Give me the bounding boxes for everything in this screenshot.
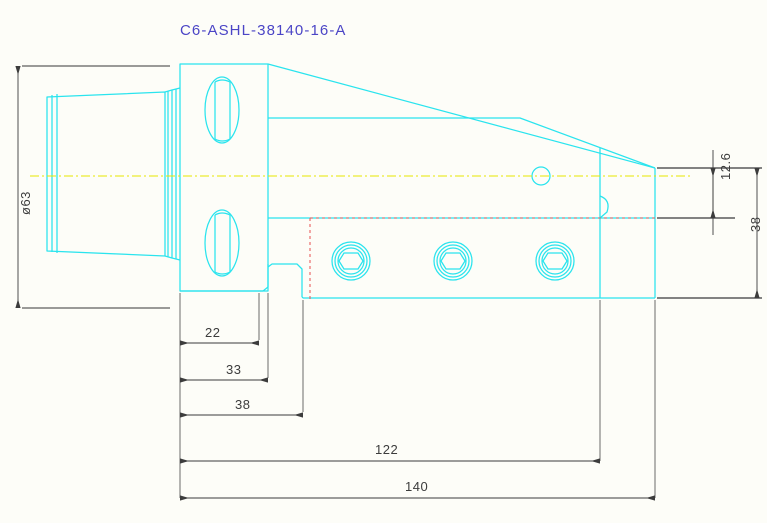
body-outline: [179, 63, 656, 299]
dim-label-len-140: 140: [405, 479, 429, 494]
dim-label-height-38: 38: [748, 216, 763, 232]
dim-label-len-38: 38: [235, 397, 251, 412]
flange-slot-lower: [204, 209, 240, 277]
hidden-lines: [309, 217, 655, 300]
dim-right-witness-lines: [657, 167, 762, 299]
dim-extension-lines: [179, 293, 656, 498]
dim-label-len-33: 33: [226, 362, 242, 377]
flange-slot-upper: [204, 76, 240, 144]
body-step: [180, 263, 304, 299]
dim-label-diameter-63: ø63: [18, 191, 33, 215]
set-screw-3: [535, 241, 575, 281]
part-geometry: [46, 63, 656, 299]
set-screw-1: [331, 241, 371, 281]
dim-label-height-12-6: 12.6: [718, 152, 733, 180]
set-screw-2: [433, 241, 473, 281]
dim-diameter-63: [15, 65, 170, 309]
part-number-title: C6-ASHL-38140-16-A: [180, 22, 347, 39]
taper-shank-outline: [46, 89, 173, 259]
dim-label-len-22: 22: [205, 325, 221, 340]
dimension-lines: [15, 65, 762, 501]
tip-notch: [599, 195, 609, 219]
dim-label-len-122: 122: [375, 442, 399, 457]
shank-collar: [171, 87, 181, 261]
